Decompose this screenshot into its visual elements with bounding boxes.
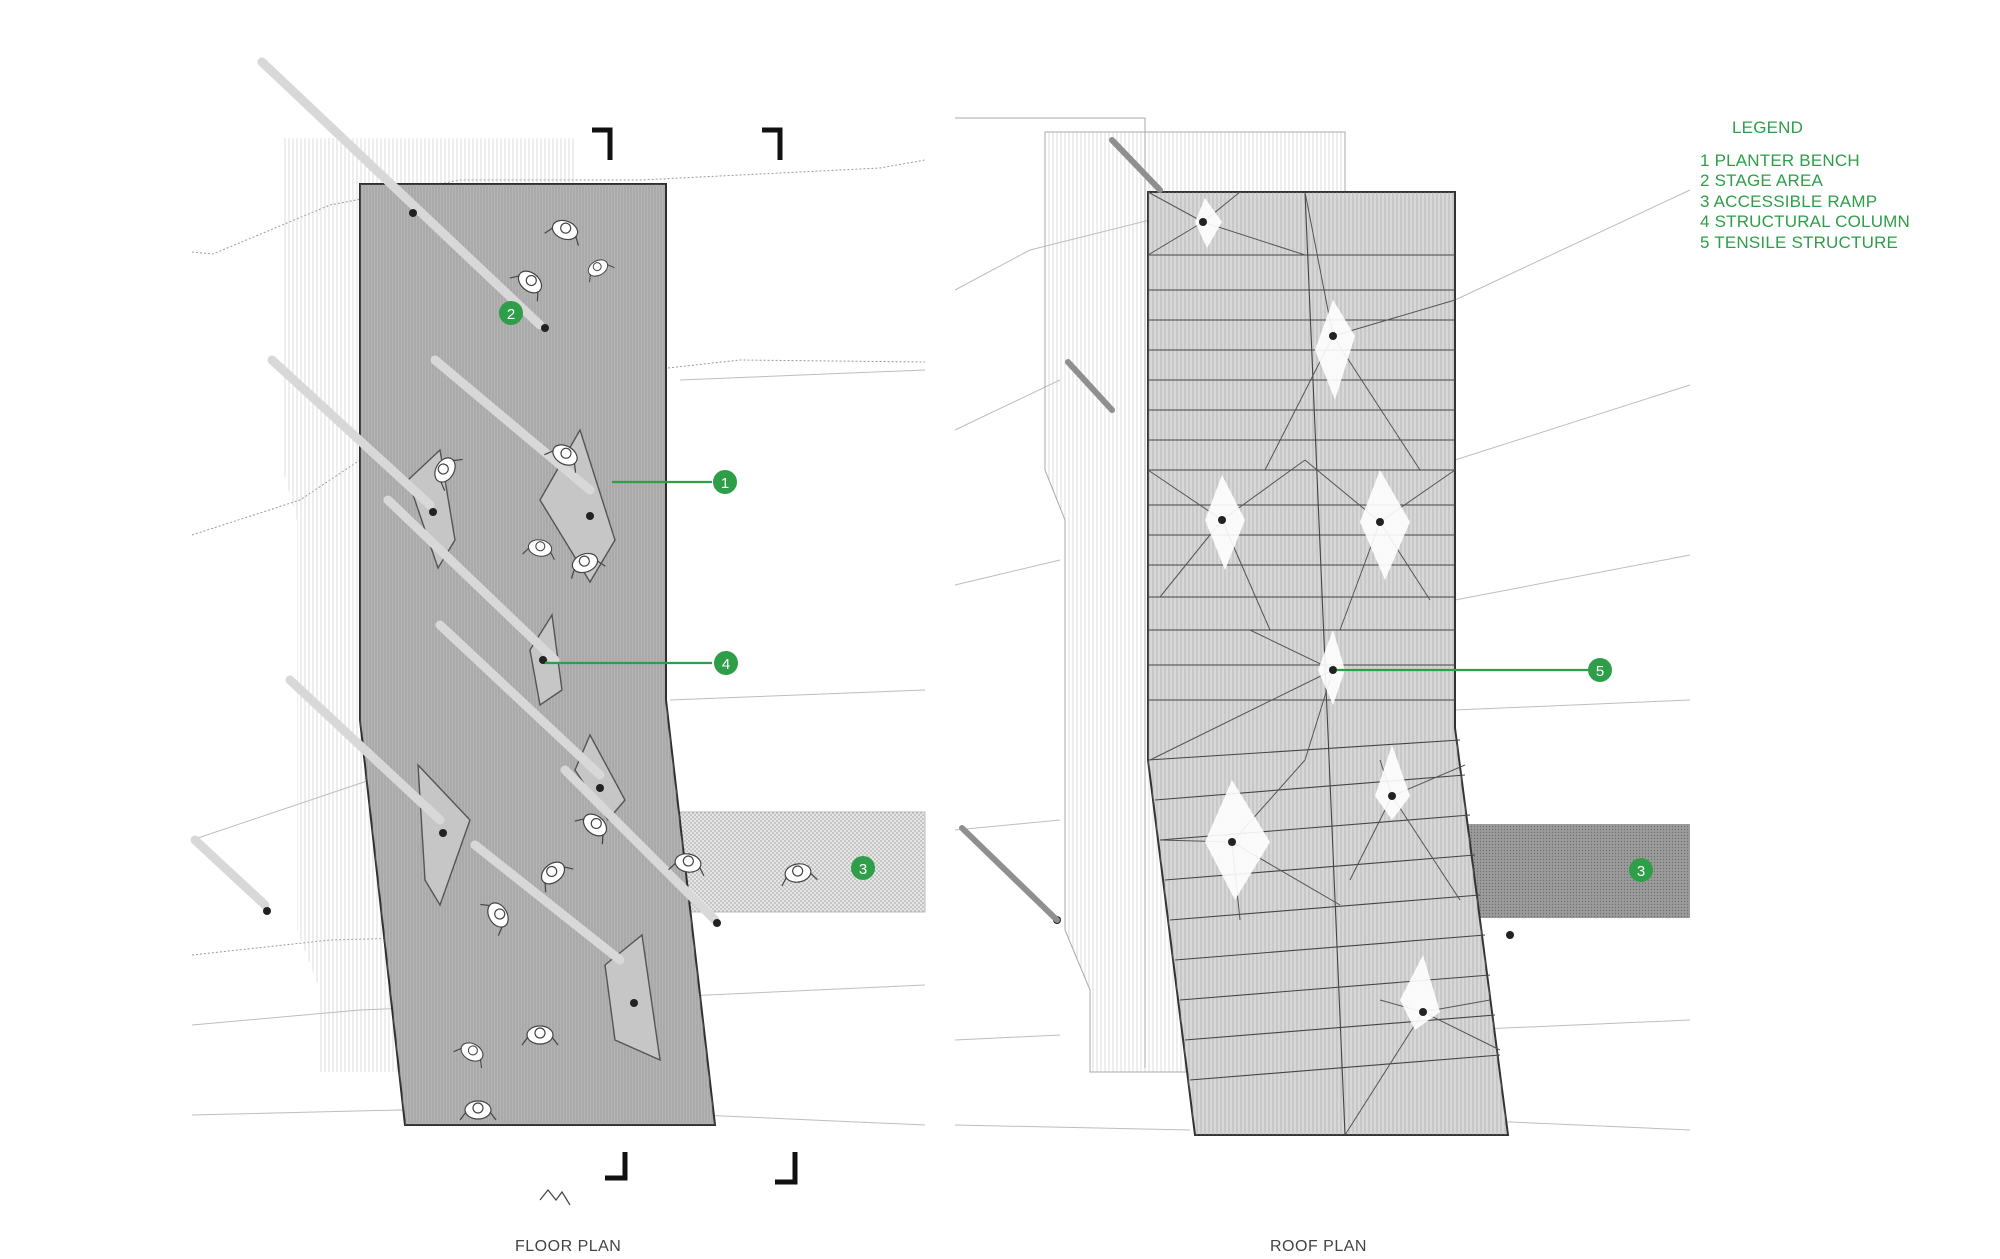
svg-text:2: 2 <box>507 306 515 323</box>
floor-canopy-shadows <box>190 57 720 965</box>
floor-columns <box>263 209 721 1007</box>
svg-text:4: 4 <box>722 656 730 673</box>
marker-1: 1 <box>713 470 737 494</box>
floor-accessible-ramp <box>679 811 926 913</box>
svg-text:1: 1 <box>721 475 729 492</box>
legend-item-planter-bench: 1 PLANTER BENCH <box>1700 150 1860 170</box>
roof-accessible-ramp <box>1465 824 1690 918</box>
marker-3-roof: 3 <box>1629 858 1653 882</box>
legend-item-tensile-structure: 5 TENSILE STRUCTURE <box>1700 232 1899 252</box>
marker-5: 5 <box>1588 658 1612 682</box>
roof-site-lines <box>954 189 1691 1131</box>
legend-title: LEGEND <box>1732 118 1804 137</box>
floor-section-markers <box>592 127 798 1185</box>
roof-plan <box>954 117 1691 1136</box>
legend-item-structural-column: 4 STRUCTURAL COLUMN <box>1700 212 1911 231</box>
legend-item-stage-area: 2 STAGE AREA <box>1700 171 1824 190</box>
roof-plan-title: ROOF PLAN <box>1270 1238 1367 1255</box>
marker-2: 2 <box>499 301 523 325</box>
callouts: 1 2 3 4 5 3 <box>499 301 1653 882</box>
marker-4: 4 <box>714 651 738 675</box>
legend-item-accessible-ramp: 3 ACCESSIBLE RAMP <box>1700 191 1878 211</box>
floor-plan-title: FLOOR PLAN <box>515 1238 622 1255</box>
floor-plan <box>190 57 926 1206</box>
marker-3-floor: 3 <box>851 856 875 880</box>
svg-text:3: 3 <box>859 861 867 878</box>
svg-text:3: 3 <box>1637 863 1645 880</box>
roof-structure-grid <box>1147 191 1501 1136</box>
svg-text:5: 5 <box>1596 663 1604 680</box>
scale-figure <box>539 1189 571 1206</box>
legend: LEGEND 1 PLANTER BENCH 2 STAGE AREA 3 AC… <box>1700 118 1910 253</box>
roof-column-shadows <box>959 137 1163 923</box>
callout-leaders <box>545 480 1590 672</box>
